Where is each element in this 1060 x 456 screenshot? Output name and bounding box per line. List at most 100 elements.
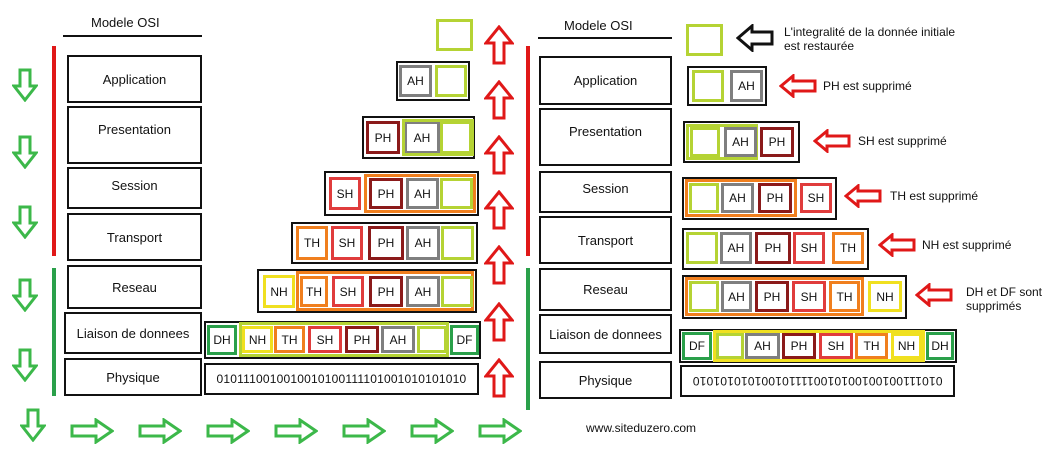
right-arrow-icon: [342, 418, 386, 444]
note-th-removed: TH est supprimé: [890, 189, 979, 203]
up-arrow-icon: [484, 25, 514, 65]
note-integrity: L'integralité de la donnée initiale est …: [784, 25, 956, 53]
data-box: [417, 326, 447, 353]
nh-header: NH: [868, 281, 902, 312]
sh-header: SH: [308, 326, 342, 353]
down-arrow-icon: [12, 205, 38, 239]
left-layer-liaison: Liaison de donnees: [64, 312, 202, 354]
dh-header: DH: [207, 325, 237, 355]
right-layer-liaison: Liaison de donnees: [539, 314, 672, 354]
nh-header: NH: [263, 275, 295, 308]
data-box: [686, 232, 718, 264]
sh-header: SH: [819, 333, 853, 359]
ah-header: AH: [721, 281, 752, 312]
pres-encapsulation-outline: [402, 119, 474, 156]
data-box: [692, 70, 724, 102]
sh-header: SH: [800, 183, 832, 213]
right-arrow-icon: [206, 418, 250, 444]
left-layer-application: Application: [67, 55, 202, 103]
ph-header: PH: [369, 178, 403, 209]
data-box: [441, 276, 473, 307]
layer-label: Session: [582, 181, 629, 196]
left-layer-reseau: Reseau: [67, 265, 202, 309]
sh-header: SH: [792, 281, 826, 312]
df-trailer: DF: [450, 325, 479, 355]
right-bitstream: 0101110010010010100111101001010101010: [680, 365, 955, 397]
footer-url: www.siteduzero.com: [586, 421, 697, 435]
liaison-encapsulation-outline: [239, 322, 449, 357]
data-box: [440, 178, 473, 209]
note-dh-df-removed: DH et DF sont supprimés: [966, 285, 1043, 313]
data-box: [690, 127, 720, 157]
up-arrow-icon: [484, 358, 514, 398]
layer-label: Reseau: [583, 282, 628, 297]
note-nh-removed: NH est supprimé: [922, 238, 1012, 252]
layer-label: Presentation: [98, 122, 171, 137]
left-model-title: Modele OSI: [91, 15, 160, 30]
left-arrow-icon: [915, 283, 953, 307]
right-red-bracket: [526, 46, 530, 256]
ah-header: AH: [720, 232, 752, 264]
right-arrow-icon: [274, 418, 318, 444]
up-arrow-icon: [484, 80, 514, 120]
ah-header: AH: [399, 65, 432, 97]
ah-header: AH: [724, 127, 757, 157]
ph-header: PH: [345, 326, 379, 353]
left-layer-session: Session: [67, 167, 202, 209]
down-arrow-icon: [20, 408, 46, 442]
right-model-title: Modele OSI: [564, 18, 633, 33]
nh-header: NH: [242, 326, 273, 353]
ph-header: PH: [782, 333, 816, 359]
right-arrow-icon: [70, 418, 114, 444]
data-box: [689, 183, 719, 213]
ah-header: AH: [406, 178, 439, 209]
th-header: TH: [855, 333, 888, 359]
right-arrow-icon: [138, 418, 182, 444]
right-arrow-icon: [478, 418, 522, 444]
session-encapsulation-outline: [364, 174, 476, 213]
layer-label: Application: [573, 73, 638, 88]
left-layer-presentation: Presentation: [67, 106, 202, 164]
right-layer-presentation: Presentation: [539, 108, 672, 166]
ph-header: PH: [366, 121, 400, 154]
right-layer-session: Session: [539, 171, 672, 213]
restored-data-box: [686, 24, 723, 56]
ah-header: AH: [381, 326, 415, 353]
th-header: TH: [829, 281, 860, 312]
left-red-bracket: [52, 46, 56, 256]
left-layer-transport: Transport: [67, 213, 202, 261]
data-box: [440, 121, 472, 154]
reseau-decapsulation-outline: [685, 277, 864, 316]
right-layer-physique: Physique: [539, 361, 672, 399]
down-arrow-icon: [12, 135, 38, 169]
ah-header: AH: [406, 276, 440, 307]
left-arrow-icon: [878, 233, 916, 257]
ph-header: PH: [368, 226, 404, 260]
up-arrow-icon: [484, 190, 514, 230]
th-header: TH: [832, 232, 864, 264]
up-arrow-icon: [484, 245, 514, 285]
right-layer-transport: Transport: [539, 216, 672, 264]
data-box: [435, 65, 467, 97]
sh-header: SH: [329, 177, 361, 210]
session-decapsulation-outline: [685, 179, 797, 217]
black-arrow-icon: [736, 24, 774, 52]
right-green-bracket: [526, 268, 530, 410]
down-arrow-icon: [12, 278, 38, 312]
note-sh-removed: SH est supprimé: [858, 134, 947, 148]
left-bitstream: 0101110010010010100111101001010101010: [204, 363, 479, 395]
left-layer-physique: Physique: [64, 358, 202, 396]
ah-header: AH: [406, 226, 440, 260]
ah-header: AH: [730, 70, 763, 102]
left-arrow-icon: [844, 184, 882, 208]
down-arrow-icon: [12, 68, 38, 102]
ah-header: AH: [745, 333, 780, 359]
down-arrow-icon: [12, 348, 38, 382]
top-data-box: [436, 19, 473, 51]
sh-header: SH: [332, 276, 364, 307]
ah-header: AH: [721, 183, 754, 213]
sh-header: SH: [793, 232, 825, 264]
right-layer-reseau: Reseau: [539, 268, 672, 311]
layer-label: Liaison de donnees: [549, 326, 662, 342]
layer-label: Liaison de donnees: [76, 325, 190, 341]
